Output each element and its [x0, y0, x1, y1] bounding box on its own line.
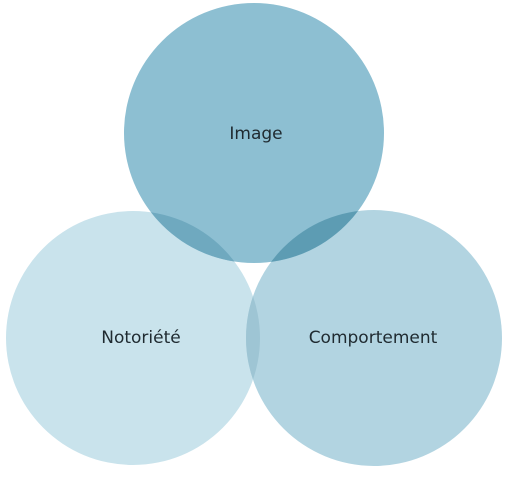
circle-notoriete [6, 211, 260, 465]
circle-image [124, 3, 384, 263]
circle-comportement [246, 210, 502, 466]
label-notoriete: Notoriété [101, 328, 180, 348]
label-image: Image [229, 124, 282, 144]
label-comportement: Comportement [309, 328, 438, 348]
